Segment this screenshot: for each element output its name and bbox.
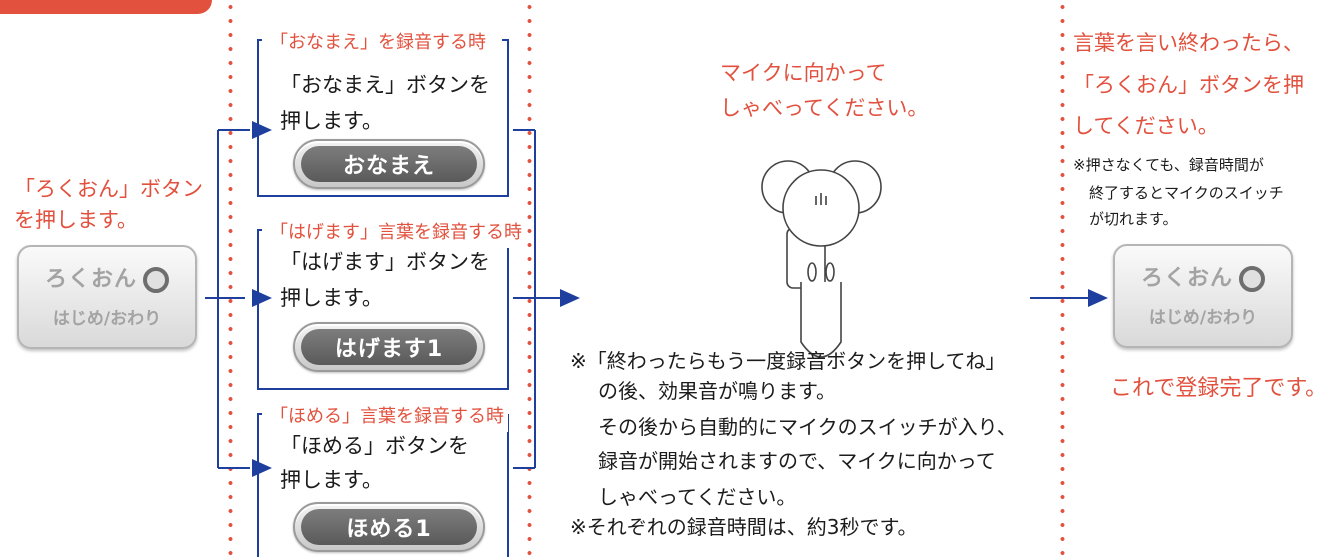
right-note-2: 終了するとマイクのスイッチ [1089, 184, 1284, 202]
name-box-header: 「おなまえ」を録音する時 [266, 28, 490, 58]
intro-line-1: 「ろくおん」ボタン [14, 177, 203, 201]
note-line-6: ※それぞれの録音時間は、約3秒です。 [570, 515, 918, 539]
rokuon-button-right[interactable]: ろくおん はじめ/おわり [1113, 244, 1293, 348]
header-tab [0, 0, 212, 14]
right-line-2: 「ろくおん」ボタンを押 [1073, 73, 1304, 97]
note-line-3: その後から自動的にマイクのスイッチが入り、 [598, 415, 1017, 439]
mic-line-2: しゃべってください。 [720, 96, 929, 120]
note-line-4: 録音が開始されますので、マイクに向かって [598, 449, 996, 473]
intro-line-2: を押します。 [14, 208, 138, 232]
right-line-1: 言葉を言い終わったら、 [1073, 31, 1304, 55]
mic-line-1: マイクに向かって [720, 61, 887, 85]
name-button-label: おなまえ [301, 146, 477, 182]
done-text: これで登録完了です。 [1110, 376, 1321, 401]
name-box-line-2: 押します。 [280, 109, 383, 133]
cheer-box-header: 「はげます」言葉を録音する時 [266, 218, 526, 248]
rokuon-button-right-label: ろくおん [1140, 266, 1233, 291]
praise-box-line-2: 押します。 [280, 468, 383, 492]
dotted-divider [1060, 0, 1065, 557]
note-line-2: の後、効果音が鳴ります。 [598, 379, 836, 403]
right-note-3: が切れます。 [1089, 210, 1178, 228]
rokuon-button-sublabel: はじめ/おわり [52, 309, 162, 329]
rokuon-button[interactable]: ろくおん はじめ/おわり [17, 245, 197, 349]
name-box-line-1: 「おなまえ」ボタンを [280, 73, 490, 97]
praise-button[interactable]: ほめる1 [293, 502, 485, 552]
rokuon-button-label: ろくおん [44, 267, 137, 292]
mic-illustration [761, 160, 882, 358]
dotted-divider [228, 0, 233, 557]
praise-button-label: ほめる1 [301, 509, 477, 545]
note-line-5: しゃべってください。 [598, 485, 797, 509]
cheer-box-line-2: 押します。 [280, 286, 383, 310]
cheer-button-label: はげます1 [301, 329, 477, 365]
cheer-button[interactable]: はげます1 [293, 322, 485, 372]
praise-box-line-1: 「ほめる」ボタンを [280, 434, 469, 458]
praise-box-header: 「ほめる」言葉を録音する時 [266, 402, 508, 432]
name-button[interactable]: おなまえ [293, 139, 485, 189]
record-icon [143, 267, 169, 293]
dotted-divider [527, 0, 532, 557]
rokuon-button-right-sublabel: はじめ/おわり [1148, 308, 1258, 328]
right-note-1: ※押さなくても、録音時間が [1073, 156, 1264, 174]
note-line-1: ※「終わったらもう一度録音ボタンを押してね」 [570, 349, 1006, 373]
record-icon [1239, 266, 1265, 292]
right-line-3: してください。 [1073, 114, 1219, 138]
cheer-box-line-1: 「はげます」ボタンを [280, 250, 490, 274]
